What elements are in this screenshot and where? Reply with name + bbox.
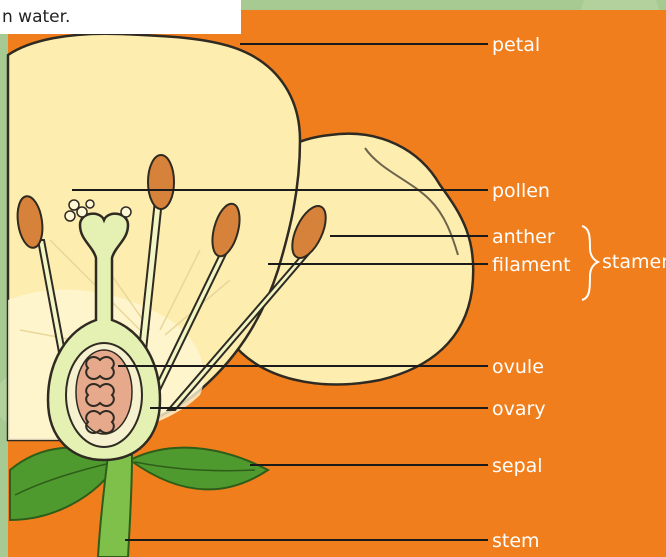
label-ovule: ovule — [492, 356, 544, 378]
label-petal: petal — [492, 34, 540, 56]
label-filament: filament — [492, 254, 571, 276]
label-pollen: pollen — [492, 180, 550, 202]
label-anther: anther — [492, 226, 555, 248]
label-ovary: ovary — [492, 398, 546, 420]
label-sepal: sepal — [492, 455, 543, 477]
label-stem: stem — [492, 530, 540, 552]
caption-text: n water. — [0, 0, 241, 34]
anther-shape — [148, 155, 174, 209]
ovule-cluster — [76, 350, 132, 434]
label-stamen: stamen — [602, 251, 666, 273]
